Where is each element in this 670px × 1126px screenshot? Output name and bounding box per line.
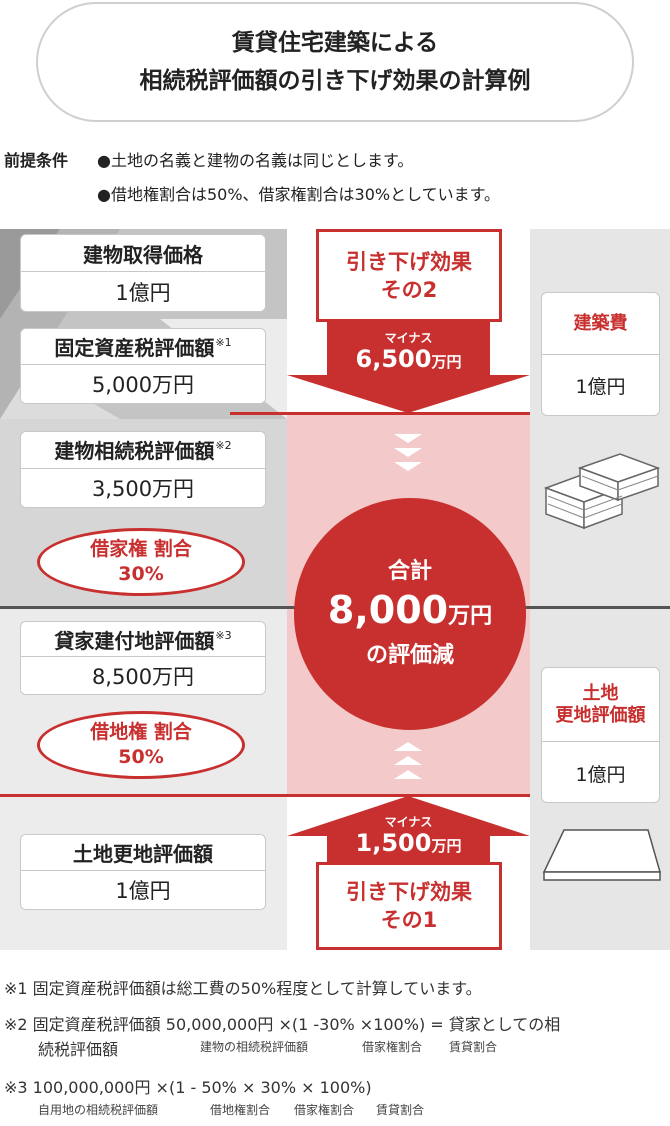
construction-cost-box: 建築費 1億円 (541, 292, 660, 416)
total-unit: 万円 (448, 603, 493, 629)
construction-cost-value: 1億円 (575, 375, 626, 398)
arrow-bottom-label: マイナス 1,500万円 (287, 815, 530, 857)
total-amount: 8,000 (327, 587, 449, 632)
land-value-label-2: 更地評価額 (555, 704, 646, 726)
effect-2-box: 引き下げ効果 その2 (316, 229, 502, 322)
leasehold-land-ratio-value: 50% (118, 746, 164, 768)
note-2-main: ※2 固定資産税評価額 50,000,000円 ×(1 -30% ×100%) … (4, 1015, 561, 1034)
total-reduction-circle: 合計 8,000万円 の評価減 (294, 498, 526, 730)
land-value-label-1: 土地 (582, 682, 619, 704)
top-red-line (230, 412, 530, 415)
note-2-label-b: 借家権割合 (362, 1040, 423, 1054)
building-inheritance-header: 建物相続税評価額※2 (21, 432, 265, 469)
arrow-bottom-unit: 万円 (431, 837, 462, 855)
vacant-land-value: 1億円 (21, 871, 265, 909)
note-2-continuation: 続税評価額 (38, 1040, 119, 1059)
reduction-arrow-down (287, 319, 530, 413)
leasehold-land-ratio-label: 借地権 割合 (90, 721, 192, 743)
rental-land-note-mark: ※3 (215, 628, 232, 642)
arrow-top-unit: 万円 (431, 353, 462, 371)
total-suffix: の評価減 (365, 642, 454, 668)
rental-land-value-header: 貸家建付地評価額※3 (21, 622, 265, 658)
acquisition-price-label: 建物取得価格 (21, 235, 265, 273)
fixed-asset-value: 5,000万円 (21, 365, 265, 403)
premise-item-2: ●借地権割合は50%、借家権割合は30%としています。 (97, 185, 501, 204)
land-value-box: 土地 更地評価額 1億円 (541, 667, 660, 803)
arrow-top-amount: 6,500 (355, 345, 432, 373)
building-inheritance-note-mark: ※2 (215, 439, 232, 453)
premise-label: 前提条件 (4, 151, 69, 170)
premise-item-1: ●土地の名義と建物の名義は同じとします。 (97, 151, 414, 170)
leasehold-house-ratio-label: 借家権 割合 (90, 538, 192, 560)
effect-2-line-1: 引き下げ効果 (346, 249, 472, 274)
money-stack-icon (543, 453, 660, 530)
fixed-asset-value-label: 固定資産税評価額 (54, 336, 215, 361)
chevrons-up-icon (394, 742, 422, 779)
note-3-label-d: 賃貸割合 (376, 1103, 425, 1117)
note-3-label-b: 借地権割合 (210, 1103, 271, 1117)
fixed-asset-value-box: 固定資産税評価額※1 5,000万円 (20, 328, 266, 404)
arrow-bottom-prefix: マイナス (384, 815, 433, 829)
effect-1-line-2: その1 (380, 908, 438, 932)
building-inheritance-box: 建物相続税評価額※2 3,500万円 (20, 431, 266, 508)
vacant-land-value-box: 土地更地評価額 1億円 (20, 834, 266, 910)
construction-cost-label: 建築費 (542, 293, 659, 355)
building-inheritance-label: 建物相続税評価額 (54, 439, 215, 464)
chevrons-down-icon (394, 434, 422, 471)
rental-land-value: 8,500万円 (21, 657, 265, 694)
fixed-asset-note-mark: ※1 (215, 336, 232, 350)
title-pill: 賃貸住宅建築による 相続税評価額の引き下げ効果の計算例 (36, 2, 634, 122)
leasehold-house-ratio-value: 30% (118, 563, 164, 585)
bottom-red-line (0, 794, 530, 797)
leasehold-house-ratio-ellipse: 借家権 割合 30% (37, 528, 245, 596)
land-value-header: 土地 更地評価額 (542, 668, 659, 742)
arrow-top-prefix: マイナス (384, 331, 433, 345)
acquisition-price-value: 1億円 (21, 272, 265, 311)
title-line-2: 相続税評価額の引き下げ効果の計算例 (139, 68, 531, 94)
arrow-top-label: マイナス 6,500万円 (287, 331, 530, 373)
note-3-main: ※3 100,000,000円 ×(1 - 50% × 30% × 100%) (4, 1078, 372, 1097)
rental-land-value-label: 貸家建付地評価額 (54, 628, 215, 653)
note-2-label-c: 賃貸割合 (449, 1040, 498, 1054)
acquisition-price-box: 建物取得価格 1億円 (20, 234, 266, 312)
note-2-label-a: 建物の相続税評価額 (200, 1040, 309, 1054)
land-slab-icon (542, 829, 661, 881)
title-line-1: 賃貸住宅建築による (231, 30, 439, 56)
effect-1-line-1: 引き下げ効果 (346, 880, 472, 904)
note-3-label-a: 自用地の相続税評価額 (38, 1103, 159, 1117)
building-inheritance-value: 3,500万円 (21, 468, 265, 507)
fixed-asset-value-header: 固定資産税評価額※1 (21, 329, 265, 366)
vacant-land-value-label: 土地更地評価額 (21, 835, 265, 872)
effect-2-line-2: その2 (380, 277, 438, 302)
note-3-label-c: 借家権割合 (294, 1103, 355, 1117)
effect-1-box: 引き下げ効果 その1 (316, 862, 502, 950)
total-label: 合計 (387, 558, 432, 584)
land-value: 1億円 (575, 763, 626, 786)
rental-land-value-box: 貸家建付地評価額※3 8,500万円 (20, 621, 266, 695)
leasehold-land-ratio-ellipse: 借地権 割合 50% (37, 711, 245, 779)
arrow-bottom-amount: 1,500 (355, 829, 432, 857)
note-1: ※1 固定資産税評価額は総工費の50%程度として計算しています。 (4, 979, 482, 998)
